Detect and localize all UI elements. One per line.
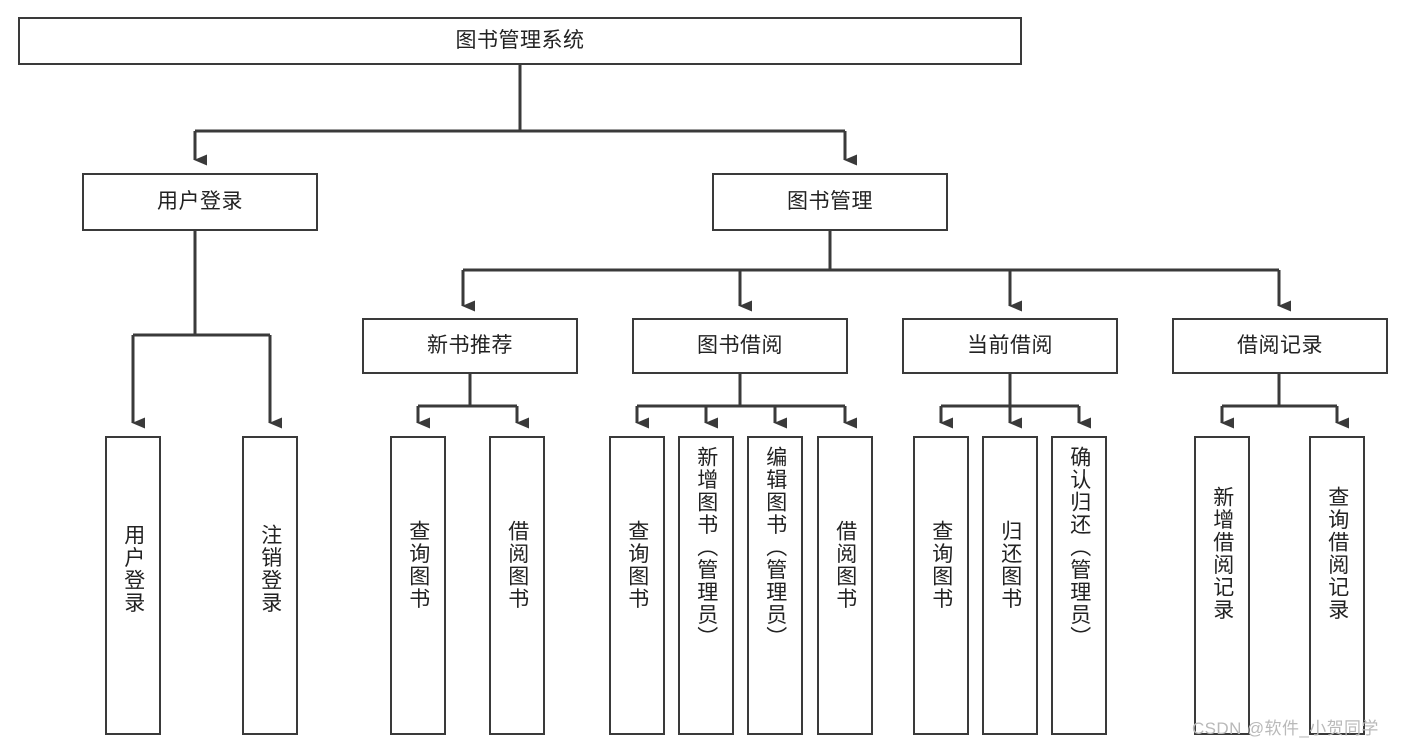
node-label: 查询图书 [625,520,649,610]
leaf-borrow-books-recommendation[interactable]: 借阅图书 [489,436,545,735]
leaf-logout[interactable]: 注销登录 [242,436,298,735]
node-label: 借阅图书 [505,520,529,610]
leaf-user-login[interactable]: 用户登录 [105,436,161,735]
csdn-watermark: CSDN @软件_小贺同学 [1192,719,1379,738]
node-label: 归还图书 [998,520,1022,610]
leaf-query-books-borrowing[interactable]: 查询图书 [609,436,665,735]
leaf-edit-book-admin[interactable]: 编辑图书（管理员） [747,436,803,735]
node-label: 用户登录 [157,189,243,213]
leaf-query-books-recommendation[interactable]: 查询图书 [390,436,446,735]
leaf-add-book-admin[interactable]: 新增图书（管理员） [678,436,734,735]
node-label: 用户登录 [121,524,145,614]
node-label: 图书借阅 [697,333,783,357]
node-user-login[interactable]: 用户登录 [82,173,318,231]
node-label: 查询图书 [406,520,430,610]
node-borrow-records[interactable]: 借阅记录 [1172,318,1388,374]
node-label: 借阅记录 [1237,333,1323,357]
node-label: 当前借阅 [967,333,1053,357]
node-label: 图书管理系统 [455,28,585,52]
leaf-add-borrow-record[interactable]: 新增借阅记录 [1194,436,1250,735]
node-label: 查询借阅记录 [1325,486,1349,621]
leaf-query-borrow-record[interactable]: 查询借阅记录 [1309,436,1365,735]
node-root-book-management-system[interactable]: 图书管理系统 [18,17,1022,65]
leaf-query-books-current[interactable]: 查询图书 [913,436,969,735]
node-label: 编辑图书（管理员） [763,446,787,649]
leaf-confirm-return-admin[interactable]: 确认归还（管理员） [1051,436,1107,735]
node-label: 注销登录 [258,524,282,614]
node-label: 确认归还（管理员） [1067,446,1091,649]
leaf-borrow-books-borrowing[interactable]: 借阅图书 [817,436,873,735]
node-book-management[interactable]: 图书管理 [712,173,948,231]
node-label: 借阅图书 [833,520,857,610]
node-current-borrowing[interactable]: 当前借阅 [902,318,1118,374]
node-label: 新增图书（管理员） [694,446,718,649]
node-new-book-recommendation[interactable]: 新书推荐 [362,318,578,374]
node-label: 新增借阅记录 [1210,486,1234,621]
node-label: 图书管理 [787,189,873,213]
node-book-borrowing[interactable]: 图书借阅 [632,318,848,374]
node-label: 新书推荐 [427,333,513,357]
node-label: 查询图书 [929,520,953,610]
leaf-return-books[interactable]: 归还图书 [982,436,1038,735]
